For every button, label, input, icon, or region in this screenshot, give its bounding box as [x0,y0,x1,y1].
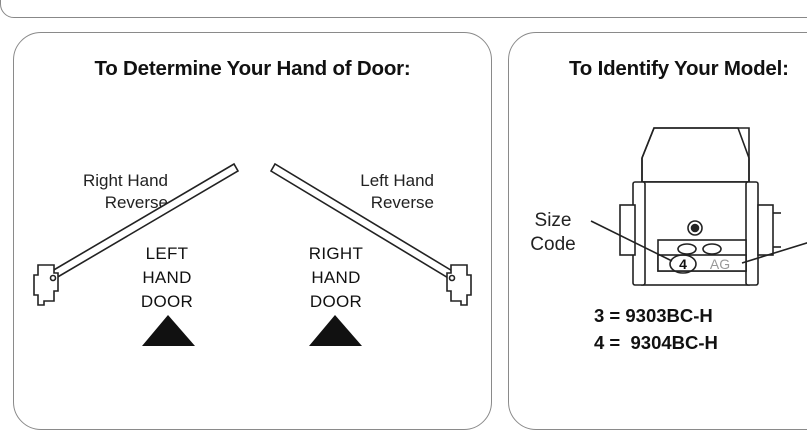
valve-diagram [590,127,807,286]
hand-of-door-panel: To Determine Your Hand of Door: Right Ha… [13,32,492,430]
right-hand-door-arrow-icon [309,315,362,346]
door-diagram [33,162,472,346]
door-text: DOOR [309,292,363,311]
left-hand-door-label: LEFT HAND DOOR [132,242,202,314]
valve-left-port [619,204,636,256]
top-box [0,0,807,18]
left-text: LEFT [145,244,189,263]
left-hand-door-arrow-icon [142,315,195,346]
right-hand-reverse-label: Right Hand Reverse [58,170,168,214]
right-door-jamb-icon [446,264,472,306]
size-stamp-circle [669,254,697,274]
left-hand-text: Left Hand [360,171,434,190]
left-hand-reverse-label: Left Hand Reverse [324,170,434,214]
size-code-label: Size Code [523,209,583,257]
valve-right-port [757,204,774,256]
right-text: RIGHT [308,244,364,263]
valve-right-ear [745,181,759,286]
model-panel-title: To Identify Your Model: [569,57,789,80]
size-code-leader-line [590,220,673,262]
left-door-jamb-icon [33,264,59,306]
right-leader-line [741,242,807,264]
hand-text: HAND [311,268,361,287]
model-code-4: 4 = 9304BC-H [594,332,718,353]
size-text: Size [534,210,572,231]
code-text: Code [530,234,576,255]
ag-stamp-text: AG [709,256,731,272]
identify-model-panel: To Identify Your Model: Size Code [508,32,807,430]
right-hand-door-label: RIGHT HAND DOOR [298,242,374,314]
reverse-text: Reverse [370,193,434,212]
size-stamp-value: 4 [679,256,687,272]
hand-panel-title: To Determine Your Hand of Door: [94,57,411,80]
right-hand-text: Right Hand [82,171,168,190]
reverse-text: Reverse [104,193,168,212]
right-door-leaf [269,162,456,281]
valve-top-block [641,127,750,183]
door-text: DOOR [140,292,194,311]
hand-text: HAND [142,268,192,287]
model-code-3: 3 = 9303BC-H [594,305,713,326]
left-door-leaf [50,162,240,280]
